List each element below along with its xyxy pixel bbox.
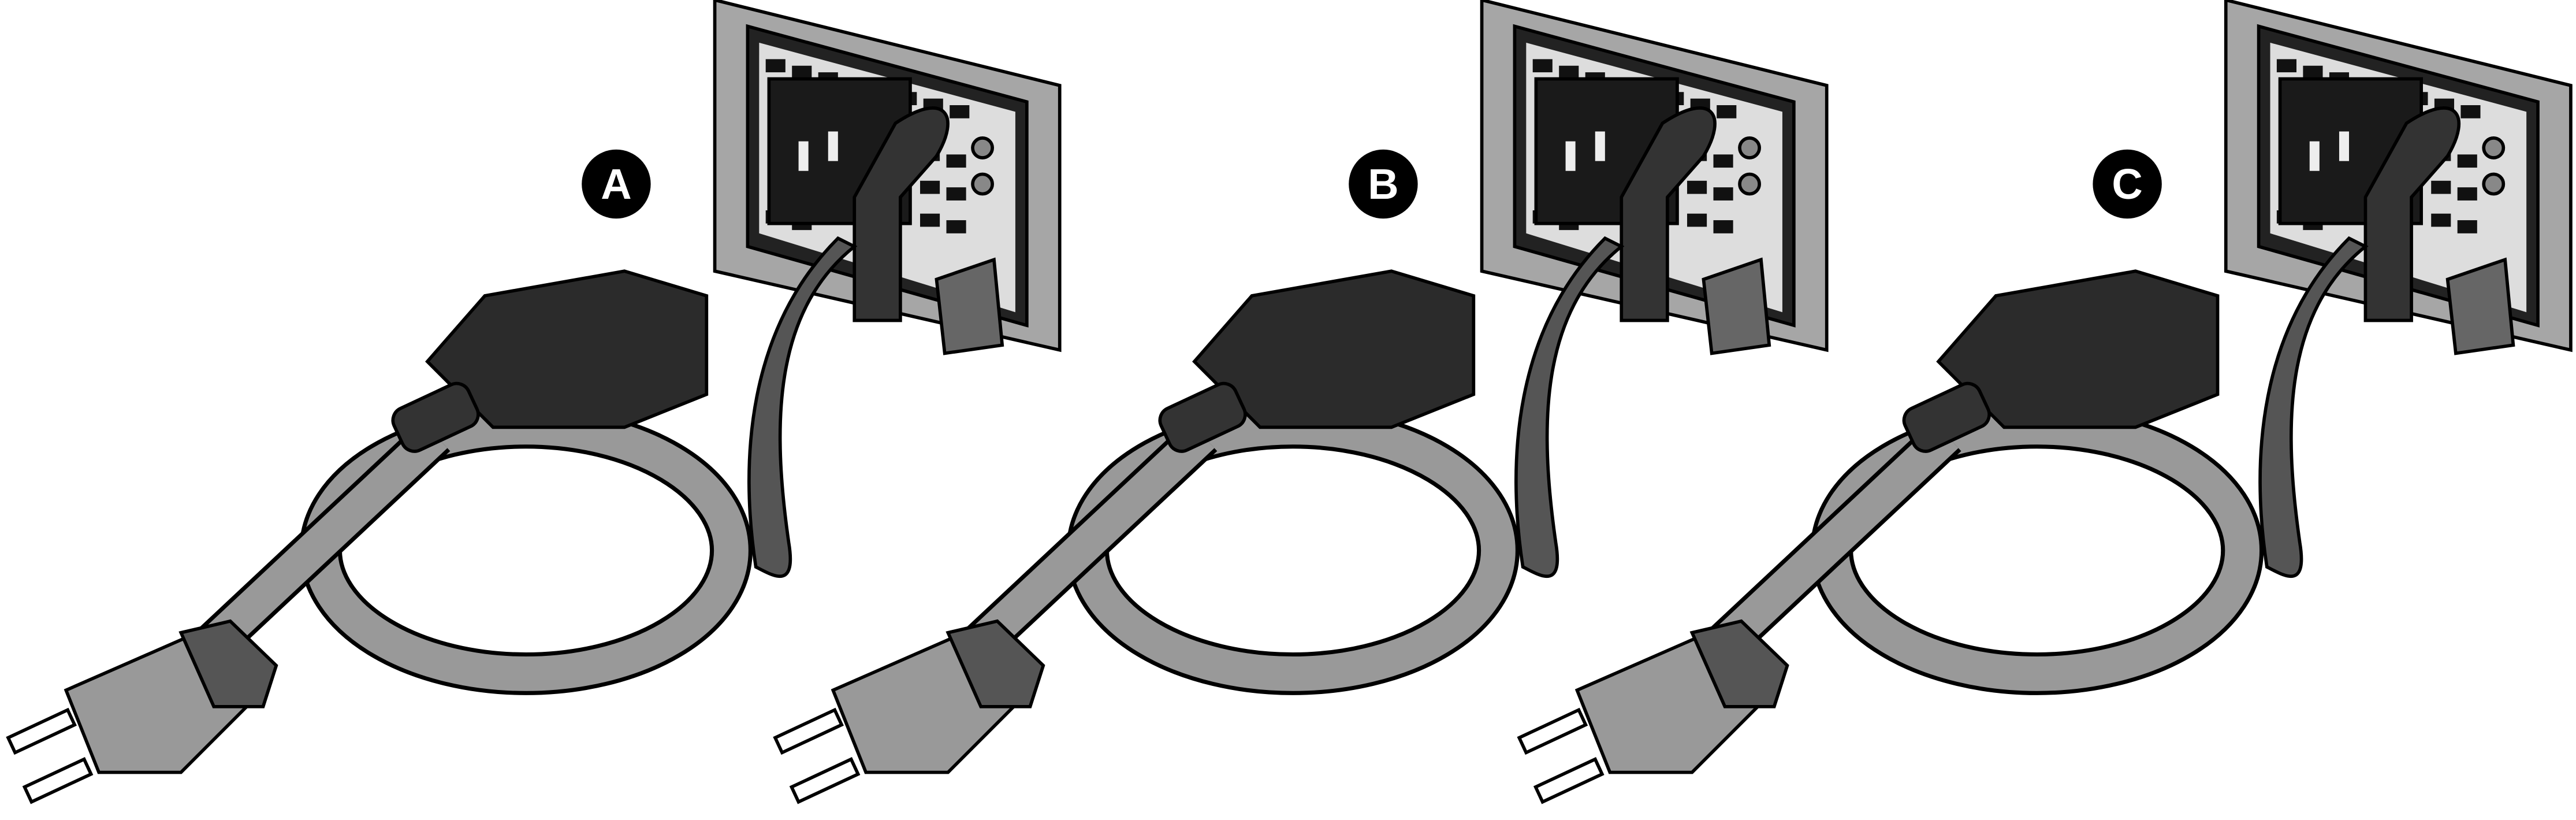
indicator-led <box>2482 136 2506 159</box>
inlet-prong <box>1565 141 1576 171</box>
plug-prong <box>1533 757 1605 804</box>
retention-clip <box>1702 257 1771 355</box>
indicator-led <box>971 172 994 196</box>
plug-prong <box>789 757 861 804</box>
step-panel: A <box>6 0 1062 804</box>
step-badge <box>2093 149 2162 219</box>
inlet-prong <box>828 131 838 161</box>
retention-clip <box>935 257 1004 355</box>
hook-loop-strap <box>1514 236 1625 578</box>
indicator-led <box>1738 172 1761 196</box>
cord-connector <box>1936 269 2220 429</box>
strain-relief <box>1902 381 1991 453</box>
step-label: C <box>2112 160 2142 208</box>
step-panel: C <box>1517 0 2573 804</box>
plug-prong <box>773 707 844 755</box>
inlet-prong <box>798 141 809 171</box>
cord-connector <box>1192 269 1476 429</box>
plug-collar <box>945 619 1045 708</box>
step-label: B <box>1368 160 1398 208</box>
indicator-led <box>1738 136 1761 159</box>
inlet-prong <box>2309 141 2320 171</box>
indicator-led <box>2482 172 2506 196</box>
strap-anchor <box>853 106 950 322</box>
step-label: A <box>601 160 631 208</box>
plug-prong <box>1517 707 1588 755</box>
plug-prong <box>6 707 77 755</box>
hook-loop-strap <box>2258 236 2369 578</box>
plug-collar <box>178 619 278 708</box>
plug-collar <box>1689 619 1789 708</box>
step-badge <box>1349 149 1418 219</box>
hook-loop-strap <box>747 236 858 578</box>
indicator-led <box>971 136 994 159</box>
step-panel: B <box>773 0 1829 804</box>
step-badge <box>582 149 651 219</box>
strap-anchor <box>2363 106 2461 322</box>
strain-relief <box>391 381 480 453</box>
inlet-prong <box>1595 131 1605 161</box>
cord-connector <box>425 269 709 429</box>
retention-clip <box>2445 257 2515 355</box>
strain-relief <box>1158 381 1247 453</box>
strap-anchor <box>1620 106 1717 322</box>
inlet-prong <box>2339 131 2350 161</box>
plug-prong <box>22 757 94 804</box>
